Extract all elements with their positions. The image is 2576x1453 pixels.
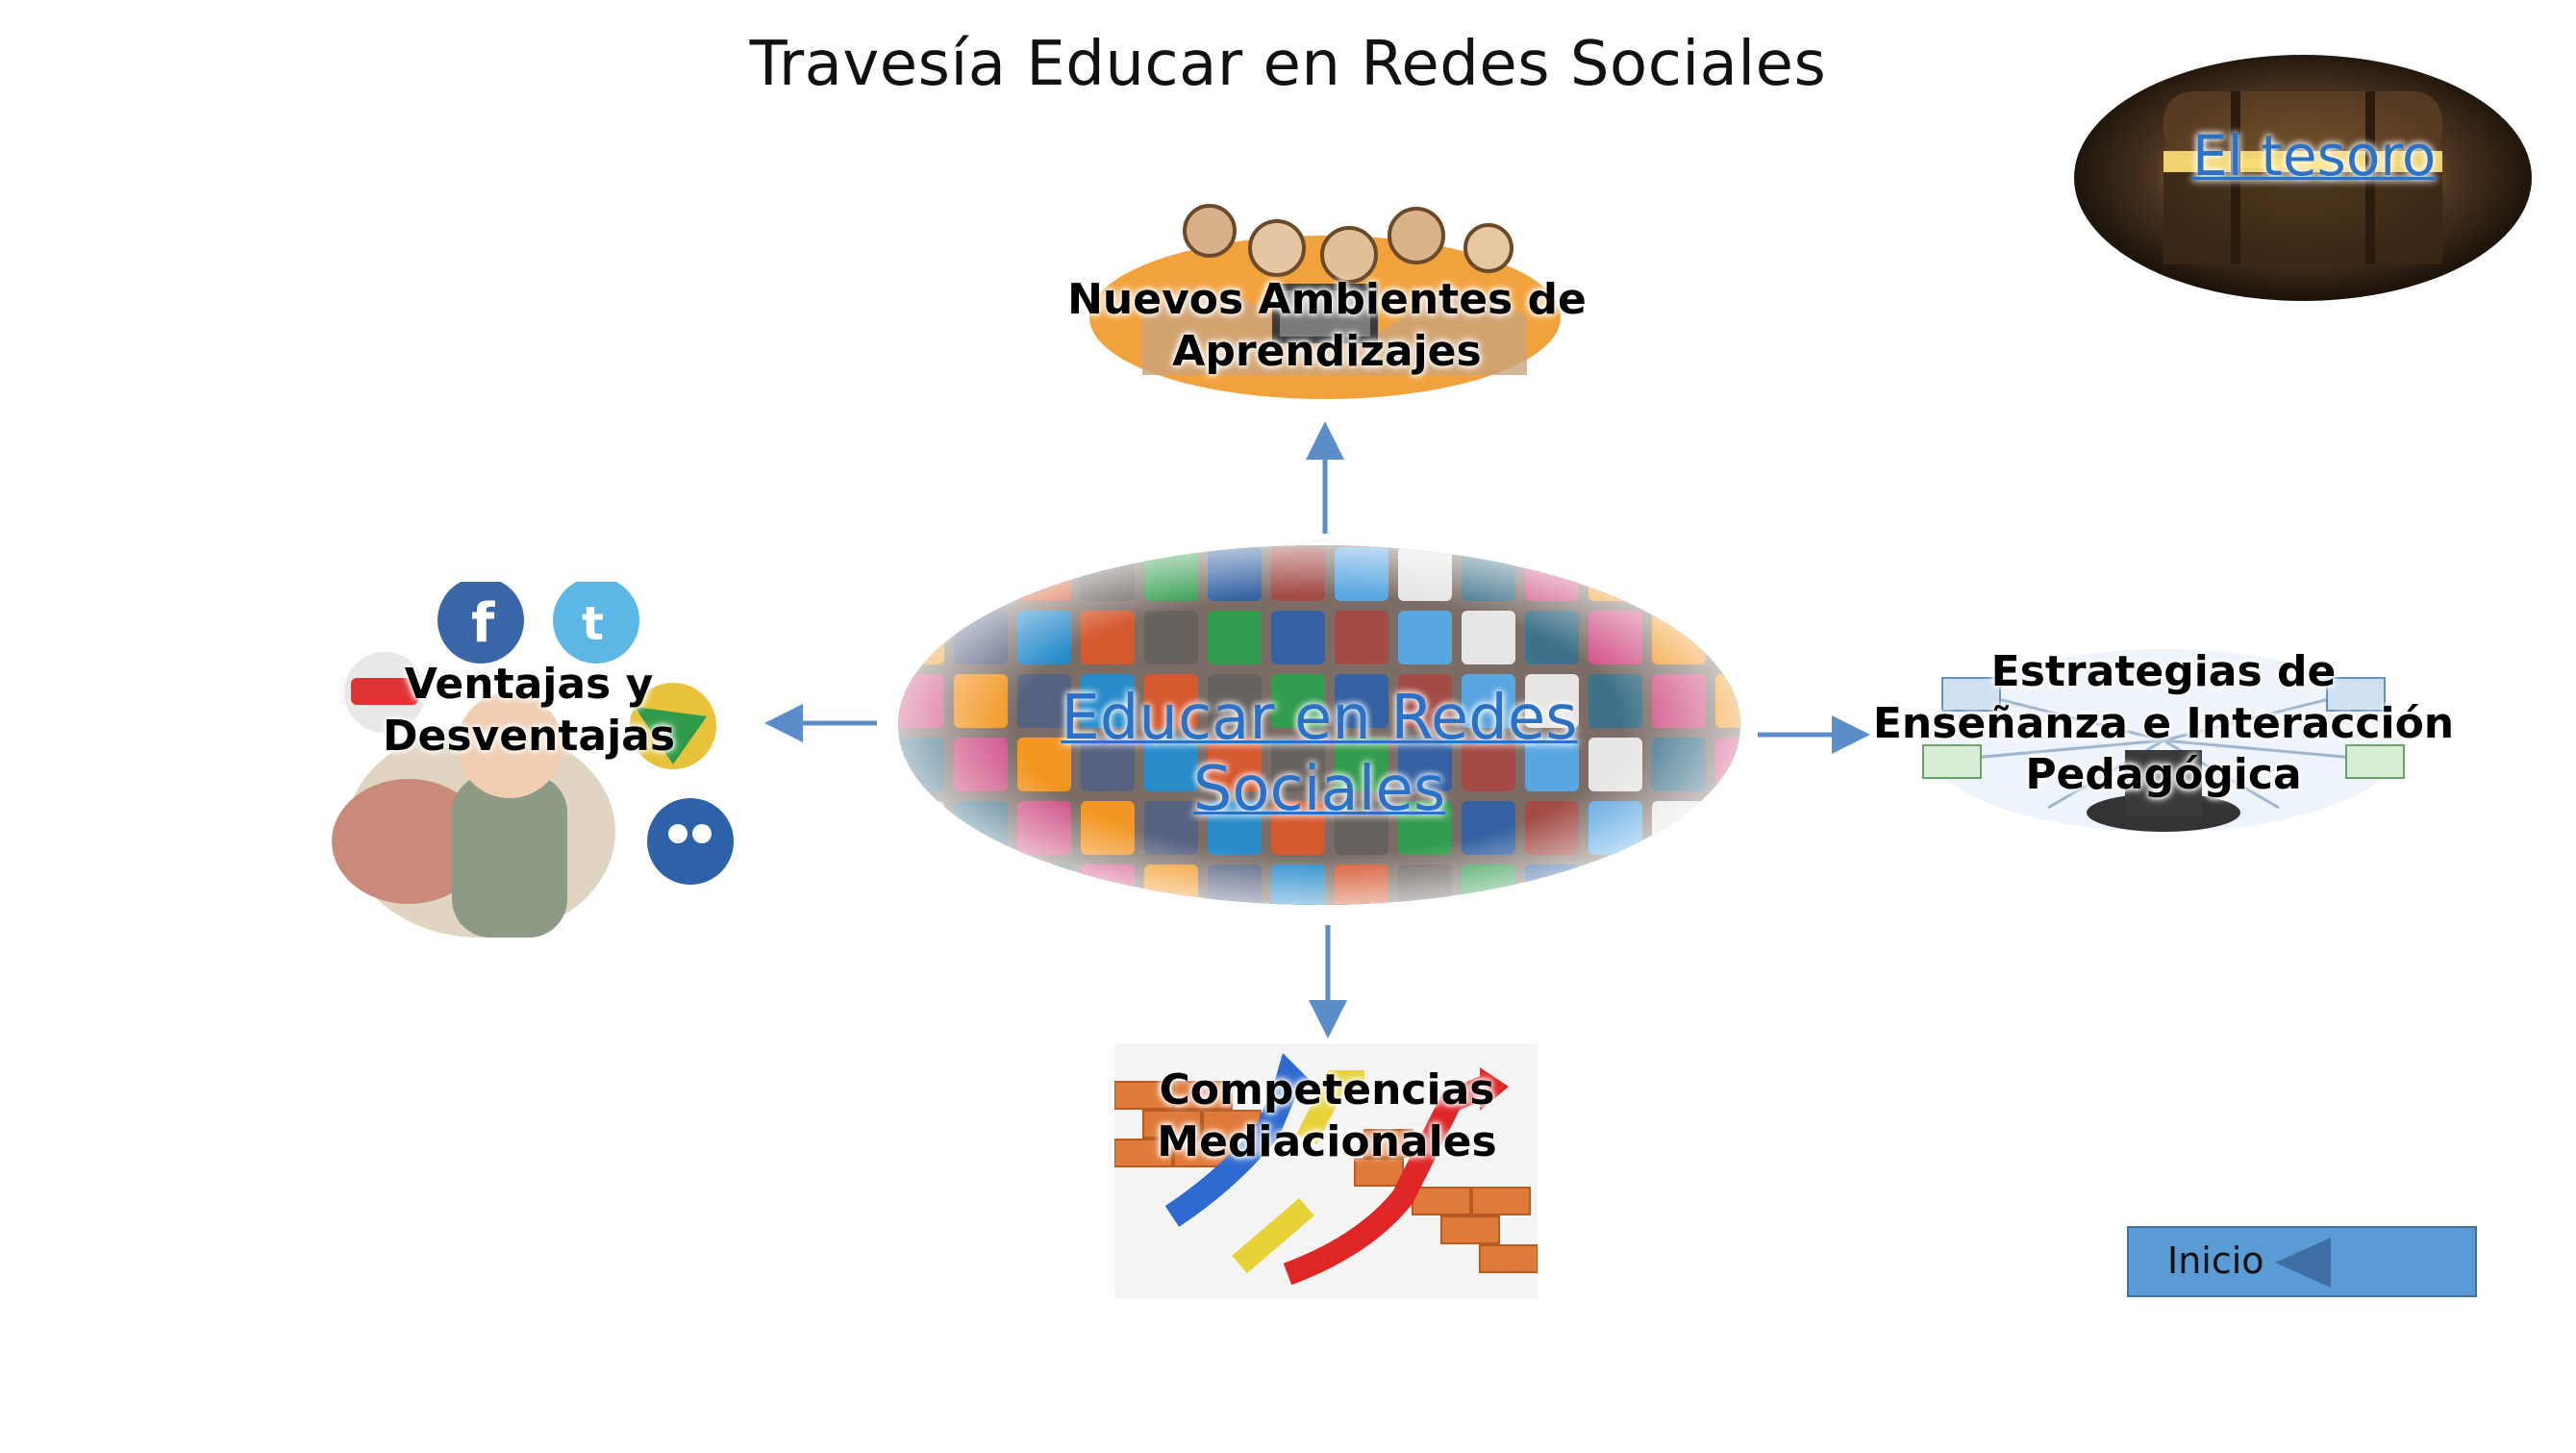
collage-tile xyxy=(1652,864,1706,905)
right-node-line-2: Enseñanza e Interacción xyxy=(1872,698,2455,748)
collage-tile xyxy=(954,864,1008,905)
back-arrow-icon xyxy=(2275,1238,2331,1288)
bottom-node-line-2: Mediacionales xyxy=(1157,1116,1497,1166)
brick-arrows-image xyxy=(1114,1043,1538,1298)
collage-tile xyxy=(898,801,944,855)
svg-text:t: t xyxy=(582,597,604,651)
bottom-node-line-1: Competencias xyxy=(1159,1065,1495,1115)
right-node-line-1: Estrategias de xyxy=(1990,647,2337,696)
kid-social-bubbles-image: f t xyxy=(332,582,734,938)
treasure-chest-image xyxy=(2074,55,2532,301)
right-node-label[interactable]: Estrategias de Enseñanza e Interacción P… xyxy=(1865,646,2462,801)
left-node-line-2: Desventajas xyxy=(382,711,676,761)
inicio-button-label: Inicio xyxy=(2167,1240,2264,1282)
svg-text:f: f xyxy=(471,592,495,655)
right-node-line-3: Pedagógica xyxy=(2025,750,2302,800)
collage-tile xyxy=(954,547,1008,601)
top-node-line-2: Aprendizajes xyxy=(1172,326,1482,376)
collage-tile xyxy=(1652,547,1706,601)
center-node-link[interactable]: Educar en Redes Sociales xyxy=(1061,683,1578,825)
social-media-collage xyxy=(898,545,1740,905)
collage-tile xyxy=(1017,864,1071,905)
bottom-node-label[interactable]: Competencias Mediacionales xyxy=(1115,1065,1538,1167)
treasure-link[interactable]: El tesoro xyxy=(2192,123,2437,188)
page-title: Travesía Educar en Redes Sociales xyxy=(749,29,1827,100)
top-node-label[interactable]: Nuevos Ambientes de Aprendizajes xyxy=(1067,274,1587,377)
left-node-label[interactable]: Ventajas y Desventajas xyxy=(370,659,688,762)
collage-tile xyxy=(898,864,944,905)
collage-tile xyxy=(1715,547,1740,601)
top-node-line-1: Nuevos Ambientes de xyxy=(1067,275,1587,324)
teaching-hub-image xyxy=(1922,649,2405,832)
collage-tile xyxy=(1715,864,1740,905)
people-laptop-image xyxy=(1089,204,1561,399)
inicio-button[interactable]: Inicio xyxy=(2127,1226,2477,1297)
collage-tile xyxy=(1715,801,1740,855)
collage-tile xyxy=(898,547,944,601)
left-node-line-1: Ventajas y xyxy=(404,660,654,709)
collage-tile xyxy=(1588,864,1642,905)
collage-tile xyxy=(1715,611,1740,664)
